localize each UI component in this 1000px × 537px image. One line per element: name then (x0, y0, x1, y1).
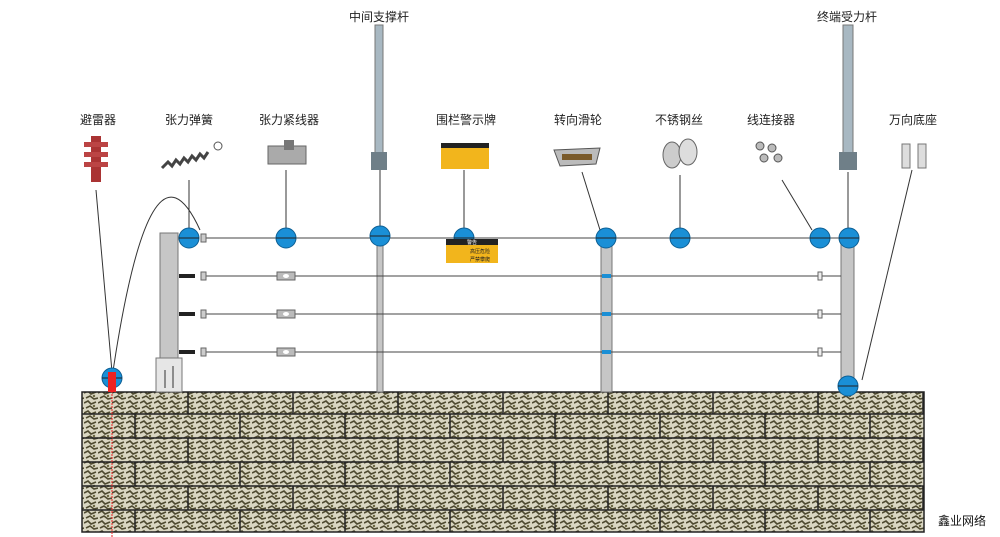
label-terminal-post: 终端受力杆 (816, 10, 878, 24)
label-steel-wire: 不锈钢丝 (654, 113, 704, 127)
sign-line-2: 严禁攀爬 (470, 256, 490, 263)
label-tensioner: 张力紧线器 (258, 113, 320, 127)
label-universal-base: 万向底座 (888, 113, 938, 127)
steel-wire-icon (662, 138, 698, 169)
fence-warning-sign: 警告 高压危险 严禁攀爬 (446, 239, 498, 263)
label-tension-spring: 张力弹簧 (164, 113, 214, 127)
middle-post-icon (371, 24, 387, 170)
spring-tensioner-set (179, 271, 823, 281)
brick-wall (81, 391, 925, 533)
connector-icon (755, 141, 783, 163)
spring-tensioner-set (179, 347, 823, 357)
warning-sign-icon (441, 143, 489, 169)
sign-line-1: 高压危险 (470, 248, 490, 255)
callout-lines (95, 169, 913, 381)
terminal-post-right (840, 232, 855, 393)
spring-tensioner-set (179, 309, 823, 319)
label-connector: 线连接器 (746, 113, 796, 127)
spring-icon (160, 141, 223, 170)
terminal-post-icon (839, 24, 857, 170)
label-warning-sign: 围栏警示牌 (435, 113, 497, 127)
label-middle-post: 中间支撑杆 (348, 10, 410, 24)
arrester-icon (84, 136, 108, 182)
steel-wires (205, 237, 841, 353)
watermark: 鑫业网络 (937, 514, 986, 528)
sign-title: 警告 (467, 239, 477, 246)
pulley-icon (553, 147, 601, 167)
terminal-post-left (155, 232, 183, 393)
label-pulley: 转向滑轮 (553, 113, 603, 127)
universal-base-icon (901, 143, 927, 169)
label-arrester: 避雷器 (79, 113, 117, 127)
tensioner-icon (267, 140, 307, 165)
arrester-ground-point (108, 372, 116, 392)
